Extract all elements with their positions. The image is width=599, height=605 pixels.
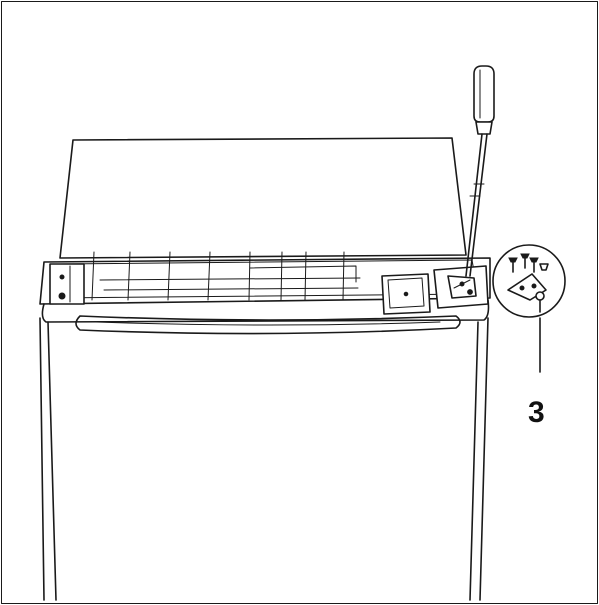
screw-icon bbox=[520, 253, 530, 269]
refrigerator-cabinet bbox=[39, 317, 489, 601]
cabinet-right-side bbox=[479, 317, 489, 601]
screwdriver-shaft-left bbox=[465, 133, 483, 277]
hinge-plate-icon bbox=[507, 273, 547, 313]
cabinet-right-inner-edge bbox=[469, 321, 479, 601]
left-hinge-bracket bbox=[49, 263, 85, 305]
screw-icon bbox=[508, 257, 518, 273]
top-frame bbox=[39, 251, 491, 315]
frame-ribs bbox=[91, 251, 361, 301]
screw-icon bbox=[529, 257, 539, 273]
screwdriver-ferrule bbox=[475, 121, 493, 135]
screwdriver-handle bbox=[473, 65, 495, 123]
screwdriver-shaft-right bbox=[469, 133, 488, 277]
frame-center-box bbox=[381, 273, 431, 315]
door-handle-groove bbox=[95, 321, 441, 326]
cabinet-left-side bbox=[39, 317, 45, 601]
top-cover-panel bbox=[59, 137, 485, 259]
screwdriver-icon bbox=[465, 65, 495, 277]
washer-icon bbox=[539, 263, 549, 271]
door-handle bbox=[41, 299, 490, 335]
door-top-edge bbox=[41, 299, 490, 323]
detail-callout bbox=[492, 244, 566, 318]
top-cover-surface bbox=[59, 137, 467, 259]
callout-number: 3 bbox=[528, 396, 545, 429]
top-frame-rail bbox=[39, 257, 491, 305]
right-hinge-bracket bbox=[433, 265, 489, 309]
cabinet-left-inner-edge bbox=[47, 321, 57, 601]
